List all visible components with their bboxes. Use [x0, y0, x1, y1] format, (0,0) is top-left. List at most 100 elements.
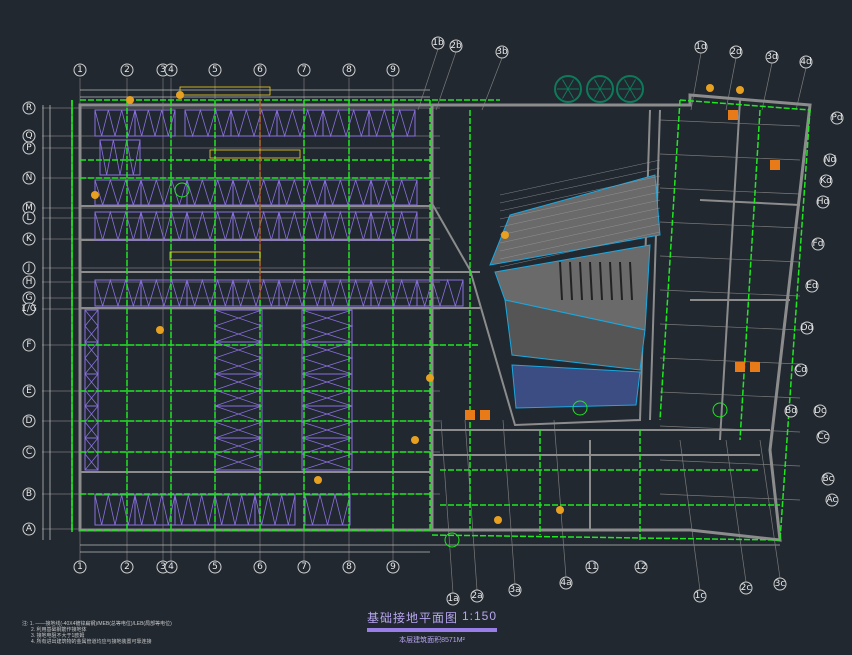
axis-left-J-label: J — [27, 263, 31, 273]
axis-bottom-6-label: 6 — [257, 562, 263, 572]
parking-hatch — [213, 341, 263, 375]
axis-top-skew-bubble — [694, 40, 708, 54]
ramp-stripe — [599, 261, 603, 301]
interior-wall — [719, 99, 741, 441]
axis-bottom-skew-bubble — [693, 589, 707, 603]
axis-right-bubble — [816, 195, 830, 209]
trees — [554, 75, 644, 103]
parking-hatch — [84, 405, 99, 439]
ramp-slope-line — [499, 167, 661, 204]
parking-hatch — [84, 309, 99, 343]
axis-top-skew-label: 4d — [800, 57, 811, 67]
grounding-conductor — [739, 109, 761, 441]
axis-top-5-label: 5 — [212, 65, 218, 75]
grid-line-skew — [440, 419, 454, 594]
axis-left-1/G-bubble — [22, 302, 36, 316]
grounding-well-symbol — [174, 182, 190, 198]
axis-bottom-8-label: 8 — [346, 562, 352, 572]
axis-top-skew-bubble — [449, 39, 463, 53]
ramp-stripe — [609, 261, 613, 301]
grounding-point-marker — [494, 516, 502, 524]
axis-left-F-bubble — [22, 338, 36, 352]
parking-cell — [214, 373, 263, 407]
axis-left-E-bubble — [22, 384, 36, 398]
axis-right-label: Bd — [785, 406, 797, 416]
grid-line-wing — [659, 323, 801, 331]
axis-top-2-label: 2 — [124, 65, 130, 75]
axis-top-3-label: 3 — [160, 65, 166, 75]
axis-right-bubble — [811, 237, 825, 251]
parking-hatch — [99, 139, 141, 176]
axis-bottom-4-bubble — [164, 560, 178, 574]
axis-bottom-9-label: 9 — [390, 562, 396, 572]
parking-cell — [84, 437, 99, 471]
parking-hatch — [416, 278, 464, 308]
axis-left-Q-label: Q — [25, 131, 32, 141]
parking-hatch — [140, 210, 188, 242]
grounding-point-marker — [426, 374, 434, 382]
tree-branch — [562, 88, 569, 99]
parking-hatch — [278, 210, 326, 242]
parking-hatch — [232, 278, 280, 308]
parking-hatch — [84, 341, 99, 375]
grid-line-skew — [725, 439, 747, 583]
axis-bottom-skew-label: 2a — [471, 591, 482, 601]
grounding-point-marker — [91, 191, 99, 199]
grounding-well-symbol — [572, 400, 588, 416]
interior-wall — [699, 199, 801, 206]
grounding-well-symbol — [712, 402, 728, 418]
grid-line-skew — [679, 439, 701, 591]
note-3: 3. 接地电阻不大于1欧姆 — [31, 633, 85, 639]
tree-icon — [616, 75, 644, 103]
axis-top-skew-label: 1b — [432, 38, 444, 48]
tree-branch — [624, 79, 631, 90]
axis-right-bubble — [823, 153, 837, 167]
parking-hatch — [134, 109, 176, 137]
axis-bottom-7-label: 7 — [301, 562, 307, 572]
axis-left-D-label: D — [26, 416, 33, 426]
note-2: 2. 利用基础钢筋作接地体 — [31, 627, 87, 633]
axis-right-bubble — [805, 279, 819, 293]
axis-bottom-2-bubble — [120, 560, 134, 574]
axis-right-label: Pd — [831, 113, 842, 123]
grounding-point-marker — [126, 96, 134, 104]
parking-hatch — [94, 178, 142, 207]
axis-left-N-label: N — [26, 173, 33, 183]
axis-bottom-skew-label: 3c — [775, 579, 786, 589]
axis-right-label: Nd — [824, 155, 836, 165]
axis-bottom-skew-label: 4a — [560, 578, 571, 588]
axis-left-L-label: L — [26, 213, 31, 223]
axis-bottom-7-bubble — [297, 560, 311, 574]
parking-hatch — [84, 405, 99, 439]
grid-line-wing — [659, 187, 801, 195]
parking-hatch — [324, 210, 372, 242]
axis-bottom-8-bubble — [342, 560, 356, 574]
axis-top-4-bubble — [164, 63, 178, 77]
parking-hatch — [140, 278, 188, 308]
grounding-well-symbol — [444, 532, 460, 548]
axis-top-6-bubble — [253, 63, 267, 77]
parking-hatch — [232, 178, 280, 207]
parking-hatch — [214, 405, 264, 439]
title-underline — [367, 628, 497, 632]
parking-hatch — [213, 373, 263, 407]
axis-left-P-bubble — [22, 141, 36, 155]
axis-bottom-bubble — [585, 560, 599, 574]
grid-line-skew — [759, 439, 781, 579]
grid-line-wing — [659, 459, 801, 467]
axis-bottom-label: 11 — [586, 562, 597, 572]
equipment-box — [480, 410, 490, 420]
parking-hatch — [84, 373, 99, 407]
axis-right-label: Dd — [801, 323, 814, 333]
axis-left-H-label: H — [26, 277, 33, 287]
grid-line-skew — [417, 48, 439, 111]
parking-hatch — [300, 309, 353, 343]
ramp-stripe — [559, 261, 563, 301]
grounding-point-marker — [314, 476, 322, 484]
parking-hatch — [186, 178, 234, 207]
ramp-slope-line — [499, 191, 661, 228]
